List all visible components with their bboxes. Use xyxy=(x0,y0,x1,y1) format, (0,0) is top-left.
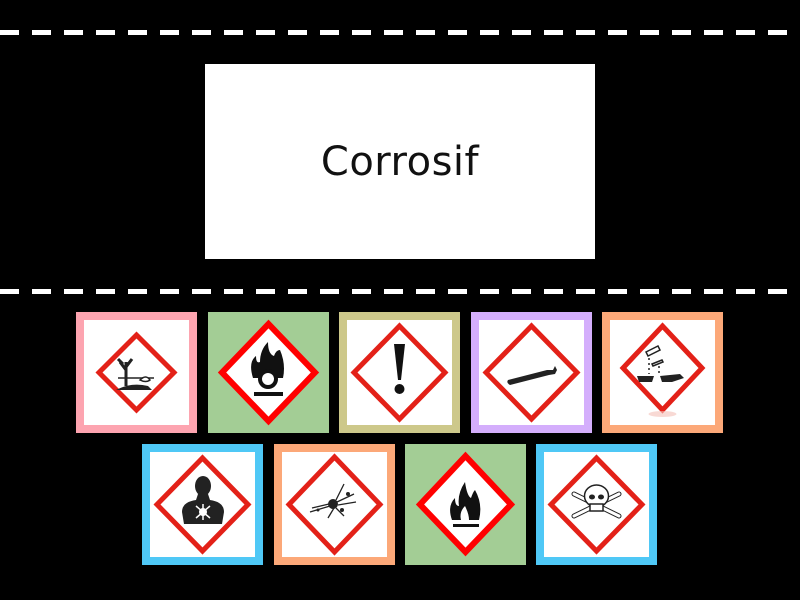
tile-corrosive[interactable] xyxy=(602,312,723,433)
tile-irritant[interactable] xyxy=(339,312,460,433)
tile-health[interactable] xyxy=(142,444,263,565)
prompt-card: Corrosif xyxy=(205,64,595,259)
tile-flammable[interactable] xyxy=(405,444,526,565)
tile-gas[interactable] xyxy=(471,312,592,433)
health-hazard-icon xyxy=(153,454,252,555)
tile-environment[interactable] xyxy=(76,312,197,433)
tile-toxic[interactable] xyxy=(536,444,657,565)
environment-hazard-icon xyxy=(95,331,178,414)
gas-cylinder-icon xyxy=(482,322,581,423)
exploding-bomb-icon xyxy=(285,453,384,556)
oxidizer-flame-over-circle-icon xyxy=(217,319,320,426)
flame-icon xyxy=(415,451,516,557)
corrosion-icon xyxy=(619,322,706,417)
tile-oxidizer[interactable] xyxy=(208,312,329,433)
exclamation-mark-icon xyxy=(350,322,449,423)
skull-crossbones-icon xyxy=(547,454,646,555)
bottom-dashed-divider xyxy=(0,289,800,294)
tile-explosive[interactable] xyxy=(274,444,395,565)
prompt-text: Corrosif xyxy=(320,138,480,185)
top-dashed-divider xyxy=(0,30,800,35)
